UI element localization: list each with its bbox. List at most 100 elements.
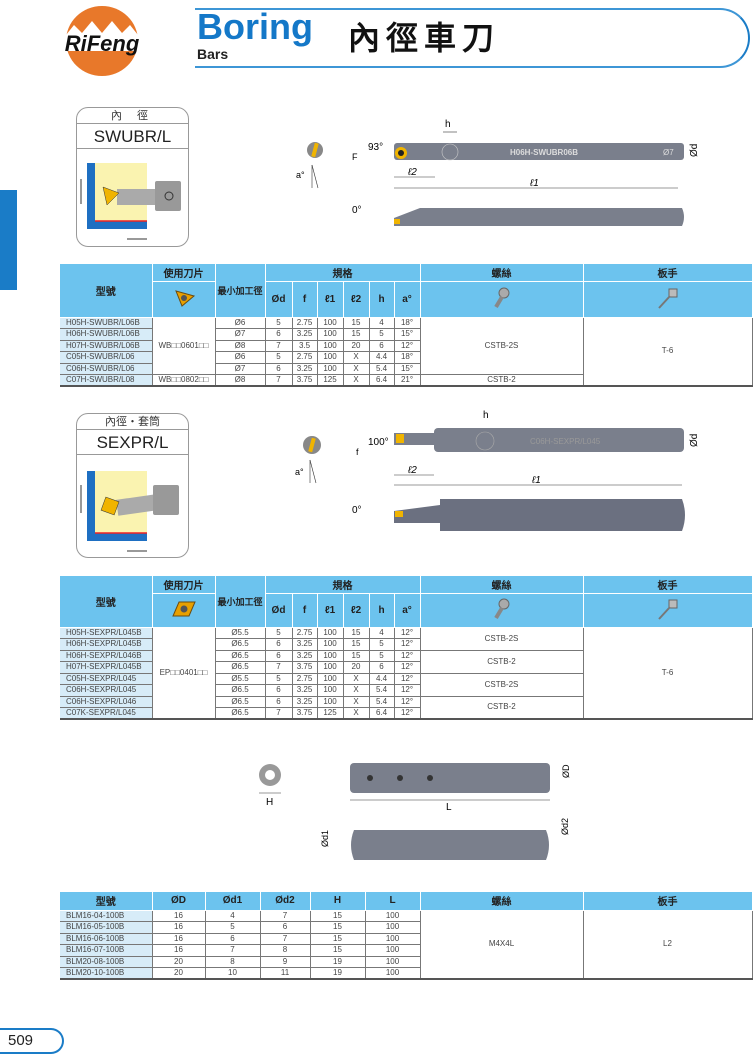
spec-cell-f2: 3.25 [291,649,318,662]
spec-cell-h: 5 [368,649,395,662]
spec-cell-f2: 2.75 [291,626,318,639]
spec-cell-f2: 2.75 [291,672,318,685]
header-insert: 使用刀片 [152,264,216,282]
spec-cell-H: 19 [309,967,366,980]
model-cell: H07H-SEXPR/L045B [60,661,153,674]
insert-triangle-icon [152,281,216,318]
svg-text:Ø7: Ø7 [663,148,674,157]
spec-cell-a: 12° [393,626,421,639]
spec-cell-f2: 3.25 [291,638,318,651]
header-cell: Ød2 [260,892,311,911]
model-cell: H06H-SEXPR/L046B [60,649,153,662]
spec-cell-a: 12° [393,695,421,708]
spec-cell-f: 7 [264,339,293,352]
sleeve-drawing: H L ØD Ød1 Ød2 [259,763,571,860]
spec-cell-d1: 7 [204,944,261,957]
spec-cell-d: Ø6 [214,351,266,364]
svg-text:ℓ1: ℓ1 [529,178,539,189]
spec-cell-d1: 5 [204,921,261,934]
spec-cell-l2: X [342,684,370,697]
spec-cell-d: Ø6.5 [214,661,266,674]
screw-cell: CSTB-2 [419,695,584,720]
spec-cell-d: Ø6.5 [214,684,266,697]
spec-cell-f2: 3.75 [291,707,318,720]
spec-cell-d2: 8 [259,944,311,957]
spec-cell-l2: X [342,374,370,387]
spec-cell-h: 5.4 [368,362,395,375]
model-cell: C05H-SWUBR/L06 [60,351,153,364]
insert-cell: WB□□0802□□ [151,374,216,387]
spec-cell-D: 20 [151,967,206,980]
spec-cell-l1: 100 [316,328,344,341]
svg-text:93°: 93° [368,142,383,153]
col-l1: ℓ1 [317,593,344,628]
type-card-swubr: 內 徑 SWUBR/L [76,107,189,247]
spec-cell-f: 5 [264,316,293,329]
header-insert: 使用刀片 [152,576,216,594]
svg-text:ØD: ØD [561,764,571,778]
model-cell: H05H-SWUBR/L06B [60,316,153,329]
spec-cell-f: 7 [264,707,293,720]
screw-icon [420,593,584,628]
spec-cell-f2: 3.25 [291,684,318,697]
spec-cell-l1: 100 [316,672,344,685]
sexpr-bar-drawing: a° C06H-SEXPR/L045 100° f h Ød ℓ2 ℓ1 0° [295,410,700,531]
col-l2: ℓ2 [343,593,370,628]
spec-cell-f: 5 [264,672,293,685]
spec-cell-l1: 100 [316,351,344,364]
title-boring: Boring [197,6,313,47]
spec-cell-f2: 3.5 [291,339,318,352]
spec-cell-f: 6 [264,638,293,651]
swubr-bar-drawing: a° H06H-SWUBR06B Ø7 93° F h Ød ℓ2 ℓ1 0° [296,119,700,226]
spec-cell-L: 100 [364,932,421,945]
model-cell: BLM16-07-100B [60,944,153,957]
svg-text:0°: 0° [352,205,362,216]
spec-cell-H: 15 [309,932,366,945]
spec-cell-l2: 15 [342,316,370,329]
spec-cell-h: 6.4 [368,374,395,387]
spec-cell-H: 15 [309,944,366,957]
spec-cell-d1: 4 [204,909,261,922]
spec-cell-l1: 100 [316,638,344,651]
wrench-cell: L2 [582,909,753,980]
spec-cell-a: 18° [393,351,421,364]
spec-cell-H: 19 [309,955,366,968]
header-min-bore: 最小加工徑 [215,264,266,318]
spec-cell-a: 12° [393,661,421,674]
spec-cell-l2: 20 [342,661,370,674]
svg-text:0°: 0° [352,505,362,516]
svg-text:f: f [356,447,359,457]
spec-cell-H: 15 [309,909,366,922]
spec-cell-f: 6 [264,684,293,697]
spec-cell-d: Ø8 [214,374,266,387]
type-label-cn: 內徑・套筒 [77,414,188,430]
spec-cell-f2: 3.75 [291,374,318,387]
model-cell: BLM16-04-100B [60,909,153,922]
model-cell: BLM20-10-100B [60,967,153,980]
spec-cell-l2: X [342,707,370,720]
spec-cell-l1: 100 [316,316,344,329]
spec-cell-L: 100 [364,944,421,957]
title-bars: Bars [197,46,229,62]
swubr-spec-table: 型號 使用刀片 最小加工徑 規格 螺絲 板手 Ød f ℓ1 ℓ2 h a° H… [60,264,753,387]
spec-cell-l1: 125 [316,374,344,387]
model-cell: BLM16-05-100B [60,921,153,934]
spec-cell-l2: 15 [342,328,370,341]
spec-cell-l1: 100 [316,339,344,352]
model-cell: C06H-SWUBR/L06 [60,362,153,375]
svg-text:ℓ2: ℓ2 [407,465,417,476]
spec-cell-l1: 100 [316,362,344,375]
header-spec: 規格 [265,576,421,594]
spec-cell-f: 5 [264,351,293,364]
